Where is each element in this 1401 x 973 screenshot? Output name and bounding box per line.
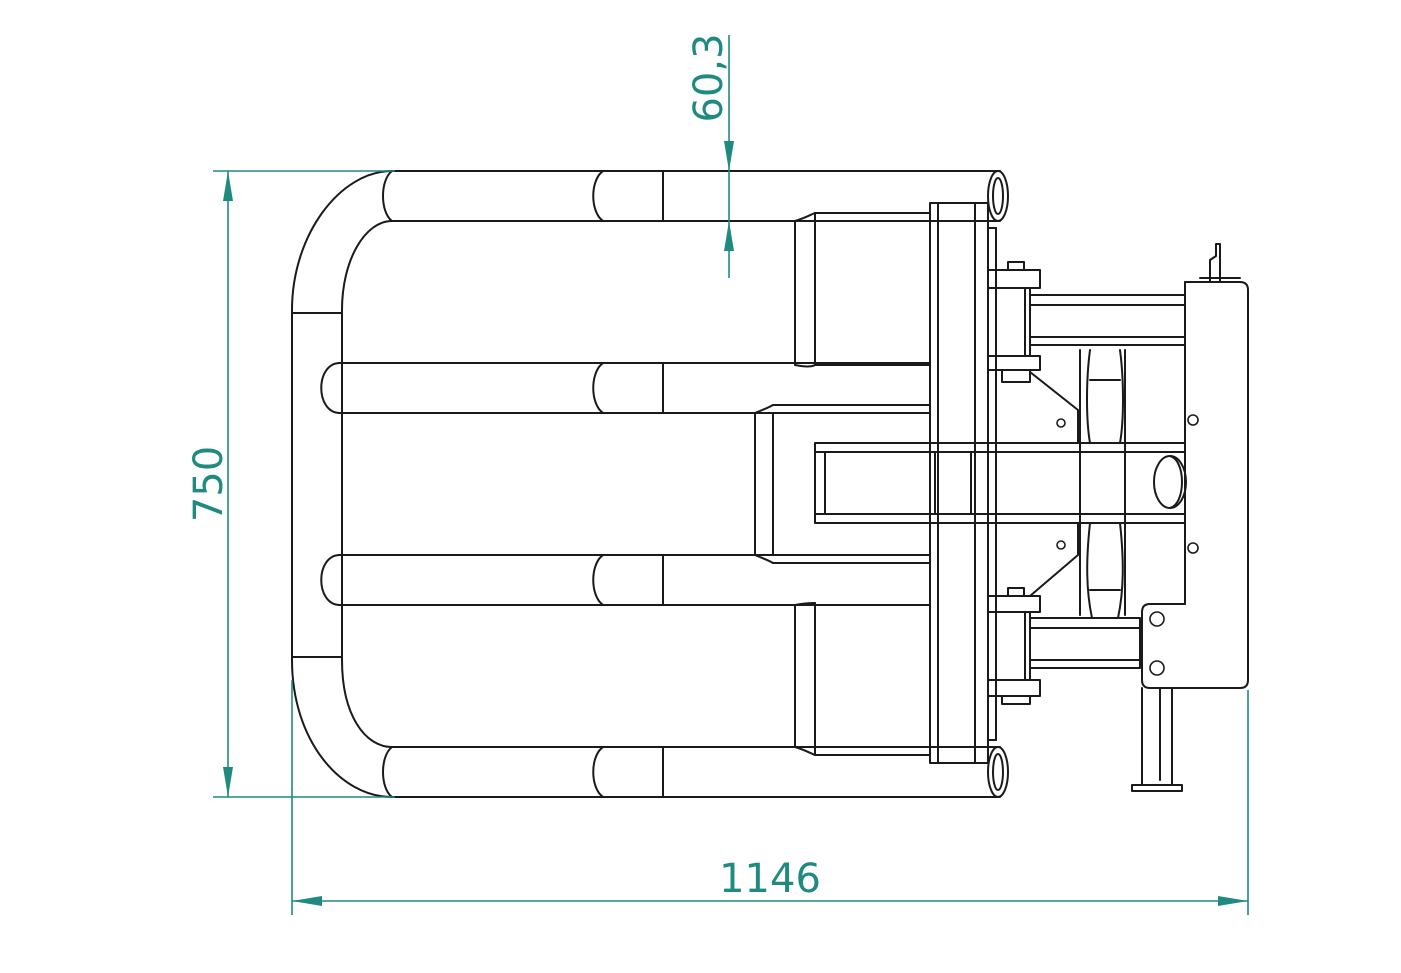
outer-tube-frame: [291, 170, 1009, 798]
height-label: 750: [186, 446, 232, 522]
lower-hinge: [987, 587, 1141, 705]
tube-diameter-label: 60,3: [686, 33, 732, 122]
rear-bracket: [1141, 243, 1249, 689]
central-column: [1086, 349, 1187, 619]
crossbar: [814, 349, 1186, 616]
upper-hinge: [987, 261, 1186, 383]
post-foot: [1131, 687, 1183, 792]
dimension-width: 1146: [291, 680, 1249, 915]
gussets: [1029, 371, 1079, 597]
width-label: 1146: [719, 856, 821, 902]
dimension-height: 750: [186, 170, 395, 798]
dimension-tube-diameter: 60,3: [686, 33, 734, 278]
rollers: [754, 212, 931, 756]
mounting-plate: [929, 202, 997, 764]
inner-tubes: [320, 362, 931, 606]
